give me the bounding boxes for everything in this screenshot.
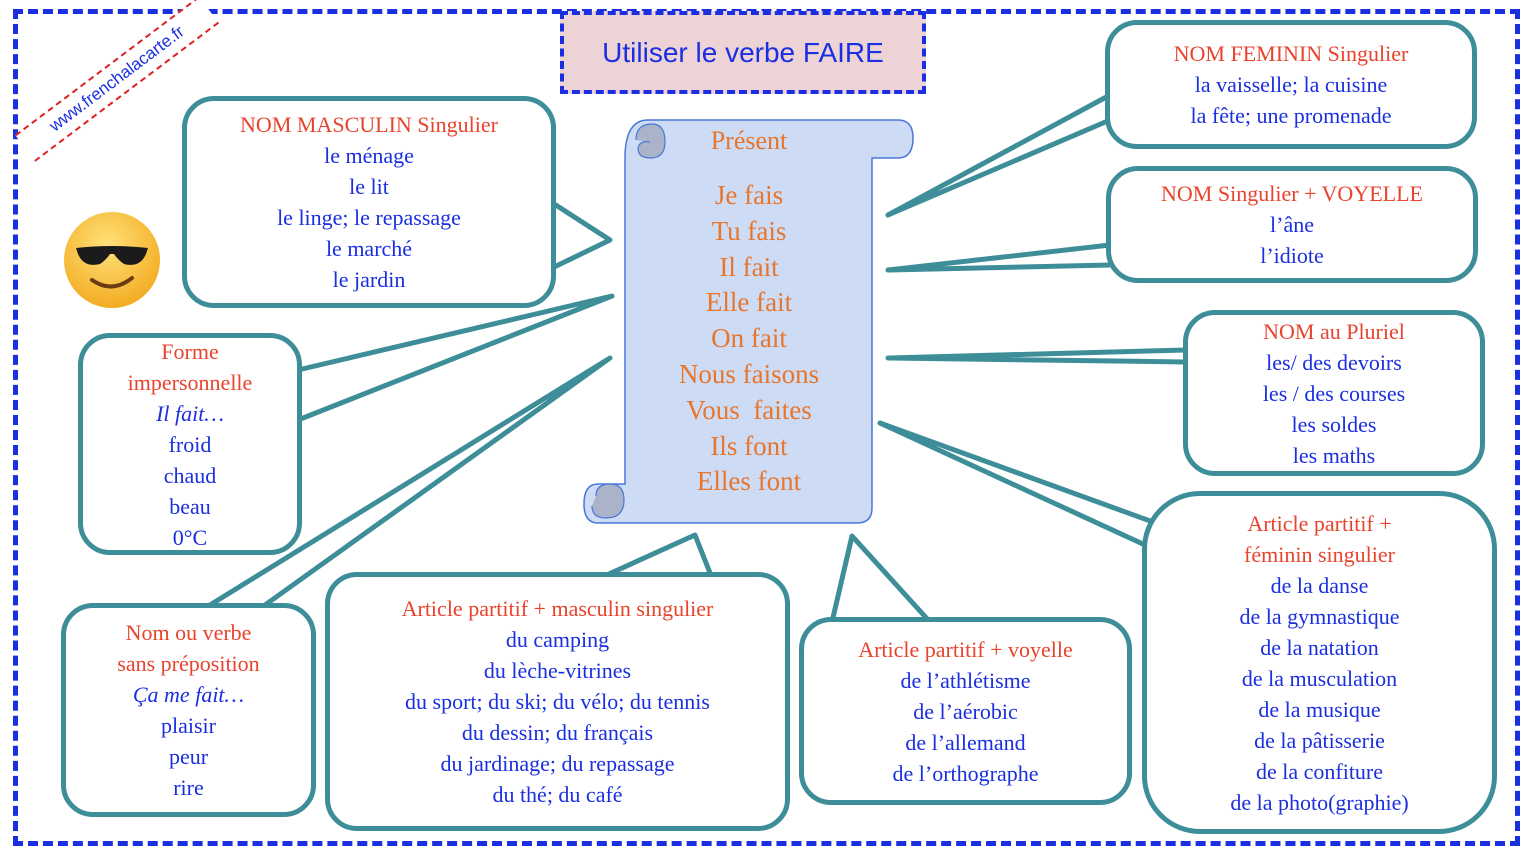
bubble-heading: NOM au Pluriel (1263, 318, 1405, 344)
pointer-nom-masculin (546, 197, 613, 273)
bubble-item: la vaisselle; la cuisine (1194, 72, 1388, 97)
conjugation-form: Nous faisons (678, 358, 820, 389)
bubble-item: les soldes (1291, 411, 1377, 437)
pointer-nom-pluriel (885, 347, 1187, 365)
bubble-item: le marché (325, 236, 413, 261)
bubble-item: de l’aérobic (913, 698, 1018, 724)
bubble-item: les/ des devoirs (1266, 349, 1402, 375)
bubble-heading: Nom ou verbe (125, 620, 252, 645)
pointer-partitif-masculin (598, 532, 715, 581)
bubble-item: le ménage (324, 143, 414, 168)
bubble-item: les / des courses (1262, 380, 1406, 406)
bubble-heading: NOM FEMININ Singulier (1173, 41, 1409, 66)
bubble-heading: féminin singulier (1244, 541, 1395, 567)
conjugation-form: Ils font (710, 430, 788, 461)
bubble-item: de la musique (1258, 696, 1381, 722)
conjugation-form: Elle fait (705, 287, 793, 318)
bubble-item: du jardinage; du repassage (440, 751, 675, 776)
bubble-item: froid (168, 431, 212, 457)
sunglasses-smiley-icon (64, 212, 160, 308)
bubble-item: de la photo(graphie) (1230, 789, 1409, 815)
bubble-item: chaud (163, 462, 217, 488)
bubble-item: le jardin (332, 267, 406, 292)
page-title: Utiliser le verbe FAIRE (602, 36, 884, 68)
present-conjugation: Présent Je fais Tu fais Il fait Elle fai… (640, 122, 858, 500)
title-box: Utiliser le verbe FAIRE (560, 11, 926, 94)
bubble-partitif-voyelle: Article partitif + voyelle de l’athlétis… (799, 617, 1132, 805)
bubble-heading: Article partitif + voyelle (858, 636, 1073, 662)
bubble-heading: sans préposition (117, 651, 260, 676)
present-title: Présent (710, 126, 788, 155)
bubble-item: du thé; du café (492, 782, 623, 807)
bubble-item: de la natation (1260, 634, 1379, 660)
bubble-heading: Article partitif + (1247, 510, 1392, 536)
pointer-forme-impersonnelle (297, 293, 615, 423)
bubble-nom-masculin: NOM MASCULIN Singulier le ménage le lit … (182, 96, 556, 308)
bubble-item: rire (173, 775, 204, 800)
conjugation-form: Tu fais (711, 215, 787, 246)
bubble-item: de la pâtisserie (1254, 727, 1385, 753)
conjugation-form: Je fais (714, 180, 784, 210)
bubble-item: beau (169, 493, 211, 519)
pointer-nom-feminin (885, 92, 1112, 218)
bubble-item: du lèche-vitrines (483, 658, 632, 683)
bubble-item: de la confiture (1255, 758, 1384, 784)
bubble-item: du sport; du ski; du vélo; du tennis (405, 689, 710, 714)
bubble-forme-impersonnelle: Forme impersonnelle Il fait… froid chaud… (78, 333, 302, 555)
pointer-nom-voyelle (885, 242, 1111, 273)
bubble-item: peur (168, 744, 209, 769)
conjugation-form: Elles font (696, 466, 802, 497)
bubble-item: la fête; une promenade (1190, 103, 1392, 128)
bubble-nom-pluriel: NOM au Pluriel les/ des devoirs les / de… (1183, 310, 1485, 476)
bubble-heading: Article partitif + masculin singulier (401, 596, 714, 621)
bubble-heading: impersonnelle (127, 369, 253, 395)
conjugation-form: Vous faites (686, 394, 812, 425)
bubble-heading: NOM MASCULIN Singulier (240, 112, 498, 137)
bubble-heading: Forme (161, 338, 219, 364)
bubble-item: l’idiote (1260, 243, 1324, 268)
bubble-example: Il fait… (156, 400, 224, 426)
pointer-partitif-feminin (877, 420, 1176, 548)
conjugation-form: Il fait (719, 251, 779, 282)
bubble-item: le lit (349, 174, 389, 199)
bubble-item: le linge; le repassage (277, 205, 461, 230)
pointer-partitif-voyelle (829, 533, 932, 624)
pointer-nom-ou-verbe (208, 355, 613, 608)
bubble-nom-feminin: NOM FEMININ Singulier la vaisselle; la c… (1105, 20, 1477, 149)
bubble-nom-ou-verbe: Nom ou verbe sans préposition Ça me fait… (61, 603, 316, 817)
bubble-heading: NOM Singulier + VOYELLE (1161, 181, 1423, 206)
bubble-partitif-feminin: Article partitif + féminin singulier de … (1142, 491, 1497, 834)
bubble-item: de la musculation (1241, 665, 1398, 691)
bubble-partitif-masculin: Article partitif + masculin singulier du… (325, 572, 790, 831)
bubble-item: de l’allemand (905, 729, 1026, 755)
bubble-example: Ça me fait… (132, 682, 245, 707)
bubble-item: les maths (1292, 442, 1376, 468)
conjugation-form: On fait (711, 323, 787, 354)
bubble-item: l’âne (1270, 212, 1314, 237)
bubble-item: de l’orthographe (892, 760, 1039, 786)
bubble-item: du camping (505, 627, 610, 652)
bubble-item: de la gymnastique (1239, 603, 1400, 629)
bubble-item: plaisir (161, 713, 216, 738)
bubble-item: de l’athlétisme (900, 667, 1031, 693)
bubble-nom-voyelle: NOM Singulier + VOYELLE l’âne l’idiote (1106, 166, 1478, 283)
bubble-item: 0°C (172, 524, 208, 550)
bubble-item: du dessin; du français (461, 720, 654, 745)
bubble-item: de la danse (1270, 572, 1369, 598)
